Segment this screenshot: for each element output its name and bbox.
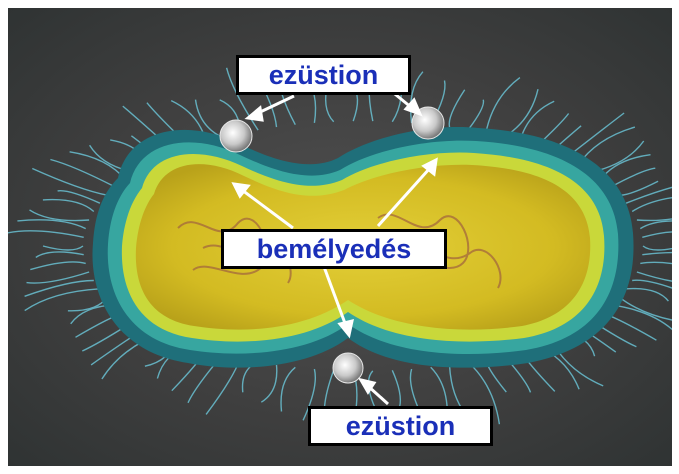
flagellum [503, 89, 538, 138]
flagellum [281, 367, 295, 411]
flagellum [261, 365, 276, 402]
silver-ion-top-left [220, 120, 252, 152]
label-silver-ion-bottom: ezüstion [308, 406, 493, 446]
flagellum [30, 210, 90, 221]
flagellum [640, 262, 672, 271]
flagellum [642, 253, 672, 259]
flagellum [643, 246, 672, 250]
flagellum [637, 209, 672, 220]
flagellum [36, 252, 84, 257]
flagellum [8, 231, 84, 237]
flagellum [610, 305, 672, 333]
flagellum [30, 262, 85, 270]
flagellum [642, 232, 672, 237]
flagellum [486, 78, 520, 134]
flagellum [449, 90, 464, 127]
flagellum [468, 100, 484, 130]
flagellum [626, 289, 668, 302]
micrograph-photo: ezüstion bemélyedés ezüstion [8, 8, 672, 466]
label-silver-ion-top: ezüstion [236, 55, 411, 95]
flagellum [640, 221, 672, 229]
label-indentation: bemélyedés [221, 229, 447, 269]
flagellum [43, 200, 94, 212]
flagellum [610, 168, 655, 187]
flagellum [32, 169, 107, 196]
flagellum [43, 246, 83, 250]
flagellum [619, 297, 672, 324]
